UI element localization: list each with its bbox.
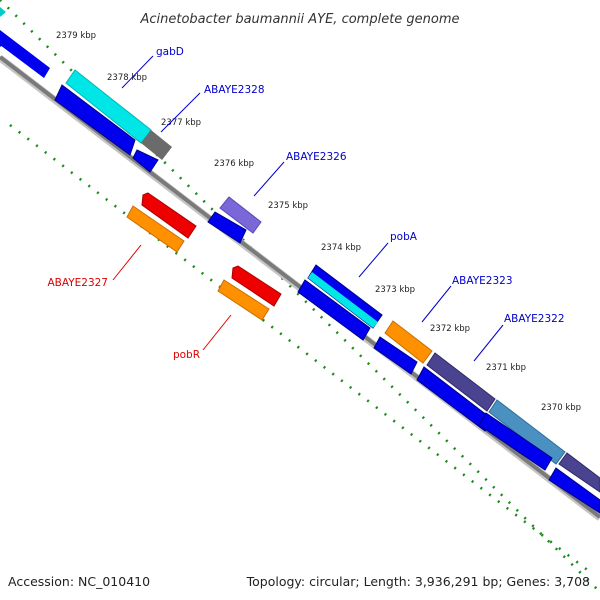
gene-label-abaye2326[interactable]: ABAYE2326 bbox=[286, 151, 347, 163]
gene-label-pobr[interactable]: pobR bbox=[173, 349, 200, 361]
accession-text: Accession: NC_010410 bbox=[8, 574, 150, 589]
cds-feature[interactable] bbox=[132, 149, 159, 173]
cds-feature[interactable] bbox=[373, 336, 418, 375]
forward-features bbox=[0, 7, 600, 493]
cds-feature[interactable] bbox=[416, 366, 493, 432]
cds-feature[interactable] bbox=[558, 452, 600, 493]
label-leader-line bbox=[202, 314, 232, 351]
kbp-label: 2373 kbp bbox=[375, 285, 415, 295]
gene-label-gabD[interactable]: gabD bbox=[156, 46, 184, 58]
kbp-scale: 2379 kbp 2378 kbp 2377 kbp 2376 kbp 2375… bbox=[56, 31, 581, 413]
gene-label-poba[interactable]: pobA bbox=[390, 231, 418, 243]
cds-feature[interactable] bbox=[141, 192, 197, 239]
kbp-label: 2370 kbp bbox=[541, 403, 581, 413]
kbp-label: 2377 kbp bbox=[161, 118, 201, 128]
map-title: Acinetobacter baumannii AYE, complete ge… bbox=[139, 12, 459, 27]
ABAYE2327-gene[interactable] bbox=[126, 205, 185, 253]
cds-track-forward bbox=[54, 84, 600, 514]
cds-feature[interactable] bbox=[54, 84, 136, 156]
label-leader-line bbox=[253, 161, 285, 197]
genome-info-text: Topology: circular; Length: 3,936,291 bp… bbox=[246, 574, 590, 589]
ABAYE2326-gene[interactable] bbox=[219, 196, 262, 234]
genome-backbone bbox=[0, 55, 600, 519]
label-leader-line bbox=[160, 92, 201, 133]
gene-label-abaye2323[interactable]: ABAYE2323 bbox=[452, 275, 513, 287]
gene-label-abaye2328[interactable]: ABAYE2328 bbox=[204, 84, 265, 96]
cds-feature[interactable] bbox=[488, 399, 566, 465]
kbp-label: 2376 kbp bbox=[214, 159, 254, 169]
reverse-gene-labels: ABAYE2327 pobR bbox=[47, 244, 232, 361]
label-leader-line bbox=[358, 242, 389, 278]
kbp-label: 2371 kbp bbox=[486, 363, 526, 373]
cds-feature[interactable] bbox=[297, 279, 371, 341]
label-leader-line bbox=[121, 55, 154, 89]
pobR-gene[interactable] bbox=[217, 279, 270, 321]
cds-feature[interactable] bbox=[141, 130, 172, 160]
kbp-label: 2374 kbp bbox=[321, 243, 361, 253]
ABAYE2322-gene[interactable] bbox=[426, 352, 496, 412]
gene-label-abaye2327[interactable]: ABAYE2327 bbox=[47, 277, 108, 289]
cds-feature[interactable] bbox=[0, 7, 6, 17]
cds-feature[interactable] bbox=[231, 265, 282, 307]
label-leader-line bbox=[473, 324, 504, 362]
gene-label-abaye2322[interactable]: ABAYE2322 bbox=[504, 313, 565, 325]
cds-feature[interactable] bbox=[0, 30, 50, 78]
forward-gene-labels: gabD ABAYE2328 ABAYE2326 pobA ABAYE2323 … bbox=[121, 46, 565, 362]
inner-tick-line bbox=[9, 123, 591, 574]
label-leader-line bbox=[421, 285, 452, 323]
kbp-label: 2375 kbp bbox=[268, 201, 308, 211]
kbp-label: 2378 kbp bbox=[107, 73, 147, 83]
cds-feature[interactable] bbox=[548, 467, 600, 514]
pobA-gene[interactable] bbox=[308, 272, 378, 328]
kbp-label: 2372 kbp bbox=[430, 324, 470, 334]
reverse-features bbox=[126, 192, 282, 321]
label-leader-line bbox=[112, 244, 142, 281]
ABAYE2323-gene[interactable] bbox=[384, 320, 433, 364]
cds-feature[interactable] bbox=[478, 412, 553, 471]
cds-feature[interactable] bbox=[207, 211, 247, 244]
kbp-label: 2379 kbp bbox=[56, 31, 96, 41]
